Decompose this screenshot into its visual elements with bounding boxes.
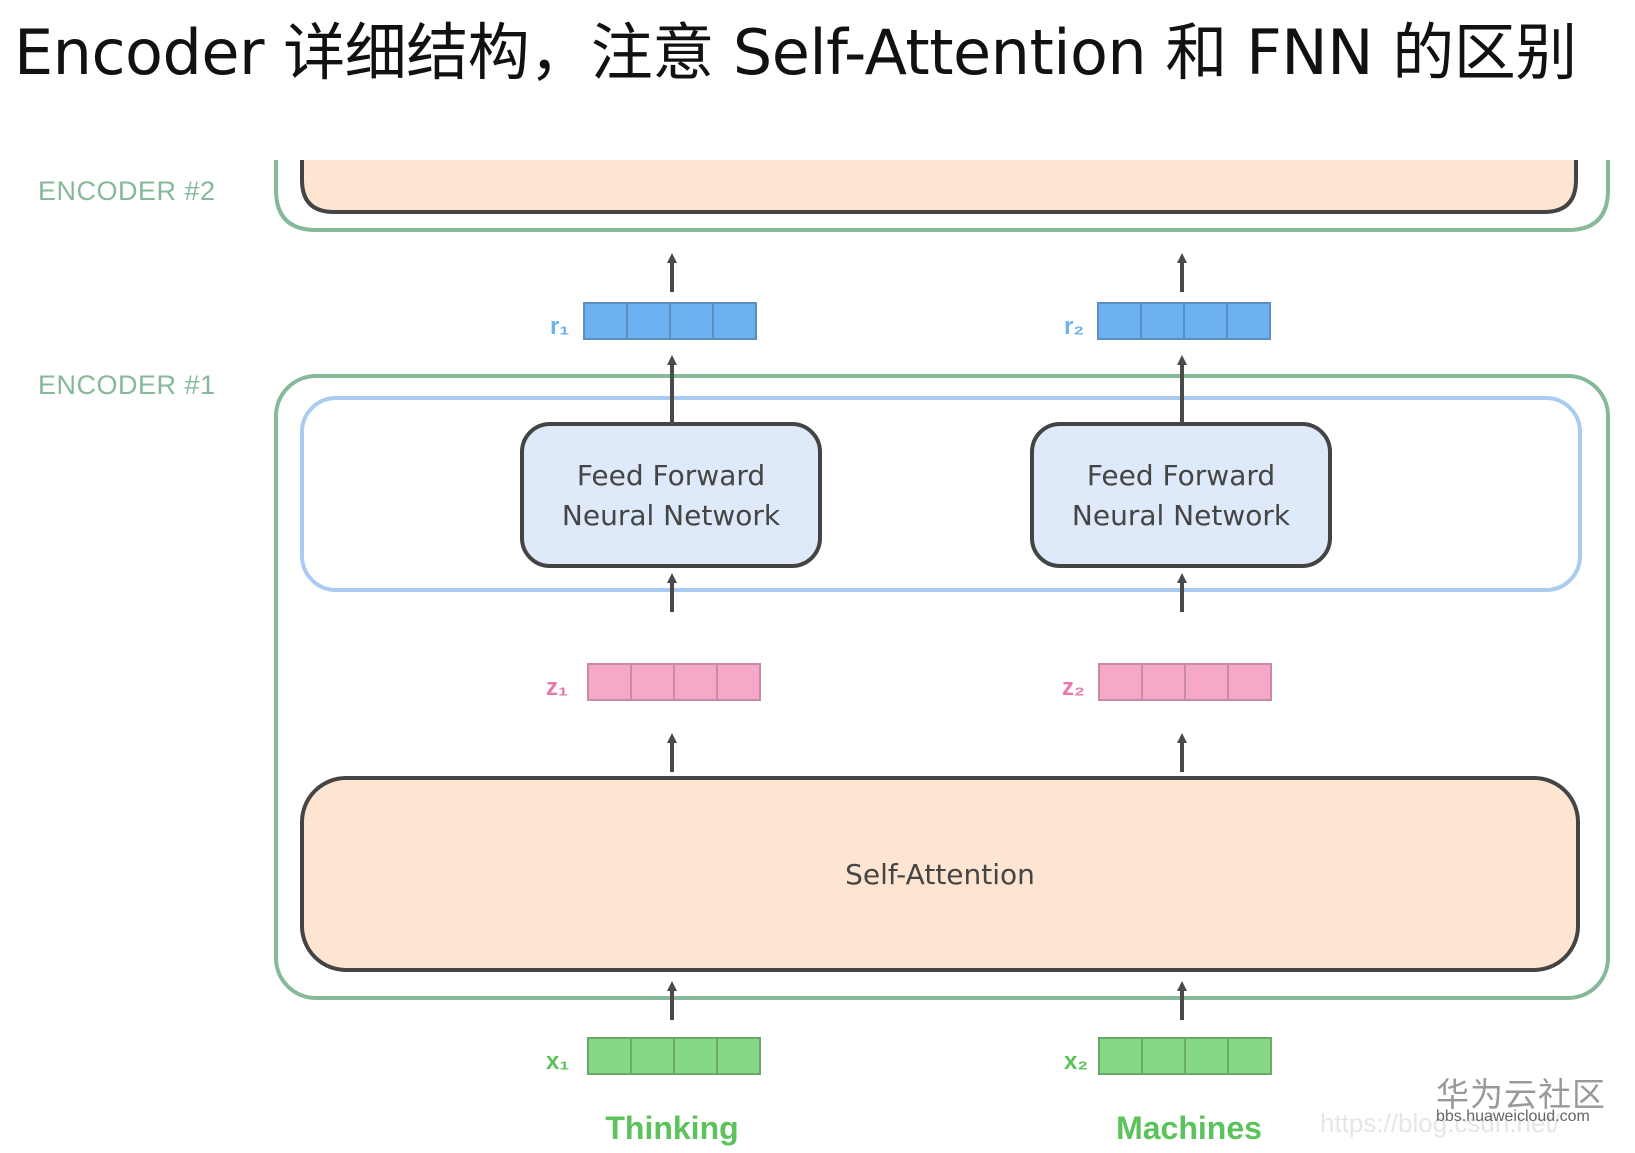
ffn-2-line2: Neural Network <box>1072 499 1291 532</box>
z2-label: z₂ <box>1062 674 1085 701</box>
x2-vector <box>1098 1037 1272 1075</box>
z1-vector <box>587 663 761 701</box>
input-word-1: Thinking <box>605 1110 739 1146</box>
self-attention-box <box>300 776 1580 972</box>
self-attention-label: Self-Attention <box>845 858 1035 891</box>
encoder-1-frame <box>274 374 1610 1000</box>
x2-label: x₂ <box>1064 1048 1088 1075</box>
ffn-1-line1: Feed Forward <box>577 459 765 492</box>
input-word-2: Machines <box>1116 1110 1262 1146</box>
encoder-1-label: ENCODER #1 <box>38 370 216 400</box>
encoder-2-frame <box>274 160 1610 232</box>
ffn-group-frame <box>300 396 1582 592</box>
page-title: Encoder 详细结构，注意 Self-Attention 和 FNN 的区别 <box>14 16 1577 89</box>
ffn-box-1 <box>520 422 822 568</box>
encoder-2-label: ENCODER #2 <box>38 176 216 206</box>
watermark-site: bbs.huaweicloud.com <box>1436 1108 1590 1125</box>
encoder-2-inner-box <box>302 160 1576 212</box>
ffn-box-2 <box>1030 422 1332 568</box>
r2-vector <box>1097 302 1271 340</box>
ffn-2-line1: Feed Forward <box>1087 459 1275 492</box>
watermark-faint-url: https://blog.csdn.net/ <box>1320 1108 1560 1138</box>
x1-vector <box>587 1037 761 1075</box>
z1-label: z₁ <box>546 674 568 701</box>
watermark-brand: 华为云社区 <box>1436 1075 1606 1114</box>
z2-vector <box>1098 663 1272 701</box>
r1-label: r₁ <box>550 313 569 340</box>
x1-label: x₁ <box>546 1048 569 1075</box>
ffn-1-line2: Neural Network <box>562 499 781 532</box>
r2-label: r₂ <box>1064 313 1084 340</box>
r1-vector <box>583 302 757 340</box>
